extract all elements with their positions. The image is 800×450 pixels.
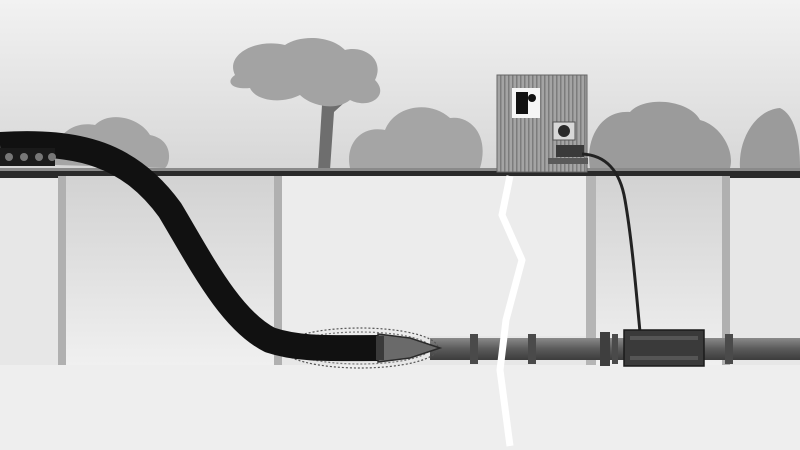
trench-wall-middle — [586, 176, 596, 366]
pipe-coil — [0, 148, 56, 166]
lower-ground — [0, 365, 800, 450]
pulling-machine — [623, 329, 705, 367]
ground-crack — [496, 175, 526, 447]
bursting-head — [376, 333, 443, 363]
hydraulic-hose — [581, 152, 642, 333]
new-pipe-hose — [0, 131, 386, 362]
existing-pipe — [430, 332, 800, 366]
control-cabinet — [496, 74, 588, 173]
tree-illustration — [230, 38, 381, 170]
ground-surface — [0, 170, 800, 178]
